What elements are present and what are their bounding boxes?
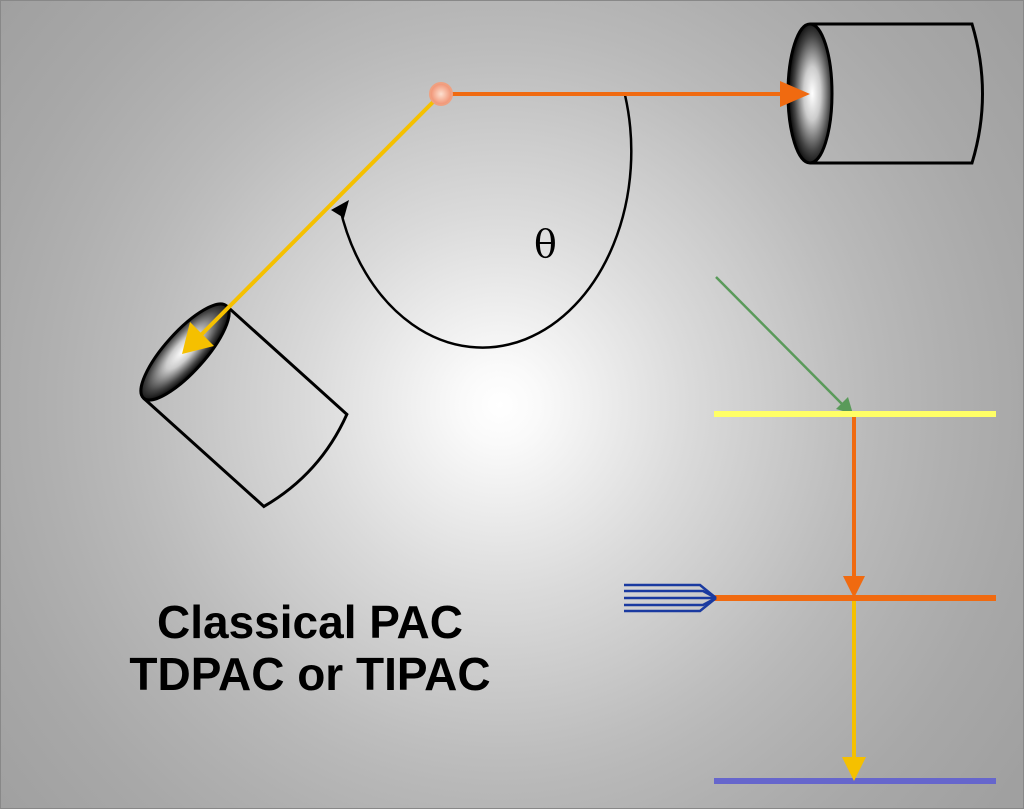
angle-arc-arrowhead: [331, 200, 349, 218]
green-arrowhead: [836, 397, 853, 414]
orange-transition-arrowhead: [843, 576, 865, 598]
yellow-transition-arrowhead: [842, 757, 866, 781]
gamma-ray-1-line: [198, 92, 443, 338]
radioactive-source-dot: [429, 82, 453, 106]
angle-arc: [338, 94, 633, 349]
caption-line-2: TDPAC or TIPAC: [129, 648, 491, 700]
caption-line-1: Classical PAC: [157, 596, 463, 648]
hyperfine-splitting-lines: [624, 583, 717, 613]
theta-label: θ: [534, 222, 557, 266]
level-scheme: [624, 276, 996, 784]
gamma-ray-1-arrowhead: [182, 322, 214, 354]
green-feeding-arrow: [715, 276, 844, 406]
gamma-ray-2-arrowhead: [780, 81, 810, 107]
detector-top-right: [786, 22, 984, 165]
